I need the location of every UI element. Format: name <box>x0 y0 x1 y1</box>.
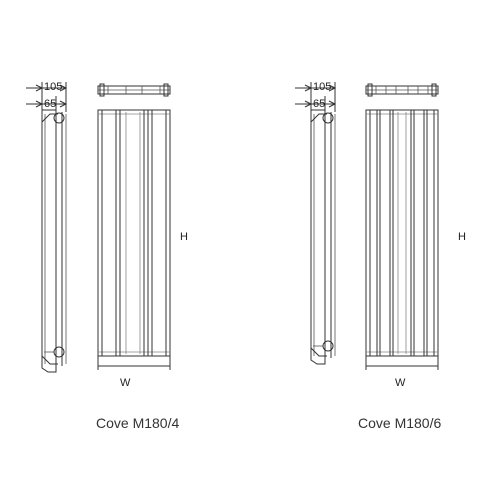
depth-outer-label: 105 <box>44 81 62 93</box>
height-label: H <box>180 231 188 243</box>
side-view <box>41 109 67 373</box>
drawing-m180-4: 105 65 <box>26 81 188 431</box>
depth-inner-label: 65 <box>44 98 56 110</box>
depth-outer-label: 105 <box>313 81 331 93</box>
depth-dimensions: 105 65 <box>26 81 68 112</box>
model-name: Cove M180/4 <box>96 415 179 431</box>
width-dimension: W <box>365 356 439 389</box>
depth-dimensions: 105 65 <box>295 81 337 112</box>
front-view <box>365 109 439 357</box>
width-label: W <box>395 377 406 389</box>
height-label: H <box>458 231 466 243</box>
width-dimension: W <box>97 356 171 389</box>
model-name: Cove M180/6 <box>358 415 441 431</box>
width-label: W <box>120 377 131 389</box>
side-view <box>310 109 336 365</box>
drawing-m180-6: 105 65 <box>295 81 466 431</box>
depth-inner-label: 65 <box>313 98 325 110</box>
top-view <box>97 83 171 97</box>
front-view <box>97 109 171 357</box>
top-view <box>365 83 439 97</box>
